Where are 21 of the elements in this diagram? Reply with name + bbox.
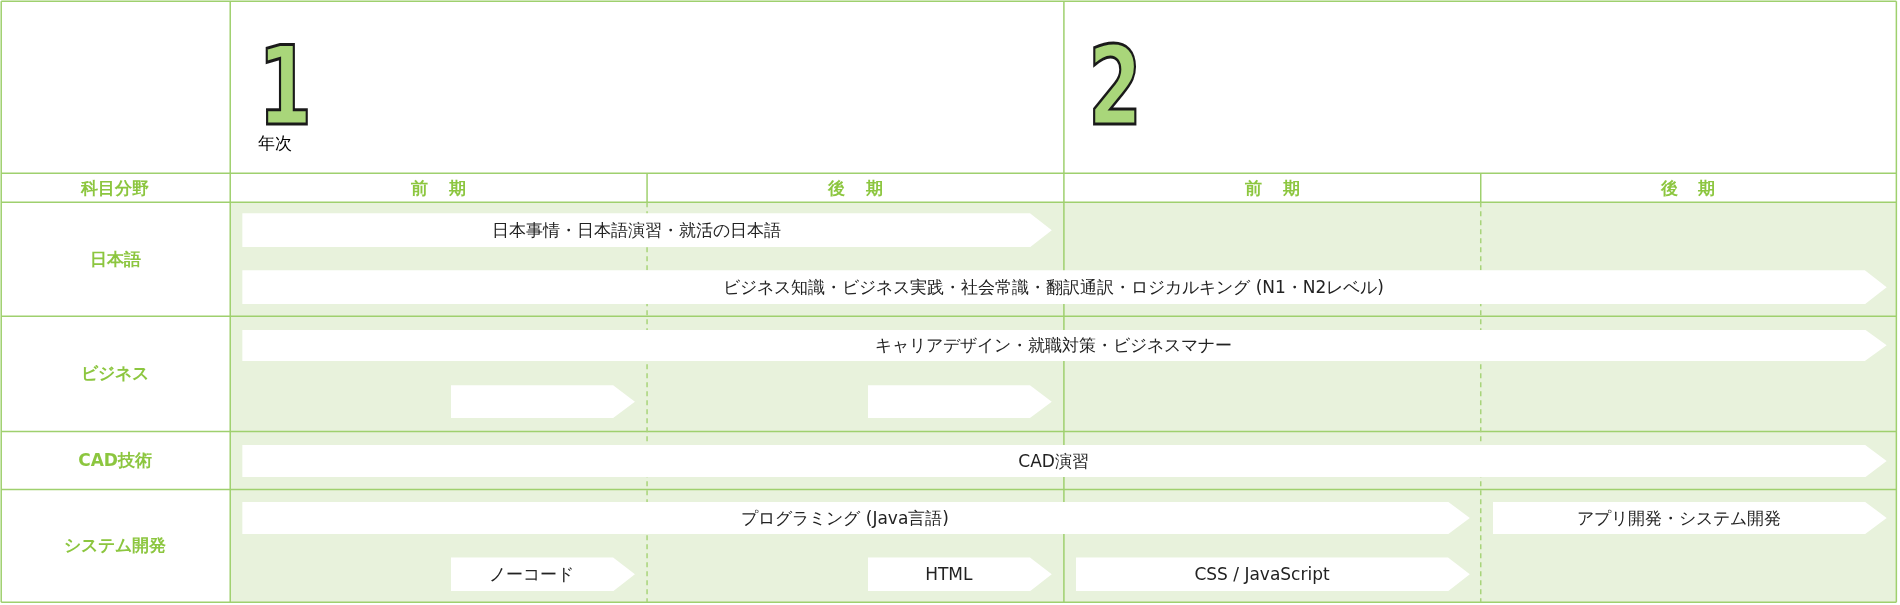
course-bar: キャリアデザイン・就職対策・ビジネスマナー: [242, 329, 1887, 362]
row-header: ビジネス: [81, 361, 150, 385]
course-bar: HTML: [867, 557, 1052, 592]
year-number: 2: [1088, 33, 1143, 142]
course-bar: ノーコード: [450, 557, 635, 592]
column-header: 後期: [1660, 176, 1736, 200]
course-bar: 日本事情・日本語演習・就活の日本語: [242, 213, 1052, 248]
course-bar: CAD演習: [242, 444, 1887, 478]
row-header: システム開発: [64, 533, 167, 557]
course-bar: CSS / JavaScript: [1076, 557, 1470, 592]
course-bar: アプリ開発・システム開発: [1492, 501, 1887, 535]
row-header: 日本語: [89, 247, 141, 271]
course-bar: [867, 385, 1052, 419]
row-header: CAD技術: [78, 448, 152, 472]
column-header: 前期: [1245, 176, 1320, 200]
column-header: 科目分野: [81, 176, 150, 200]
course-bar: ビジネス知識・ビジネス実践・社会常識・翻訳通訳・ロジカルキング (N1・N2レベル): [242, 270, 1887, 305]
course-bar: [450, 385, 635, 419]
course-bar: プログラミング (Java言語): [242, 501, 1470, 535]
column-header: 後期: [828, 176, 904, 200]
column-header: 前期: [411, 176, 487, 200]
